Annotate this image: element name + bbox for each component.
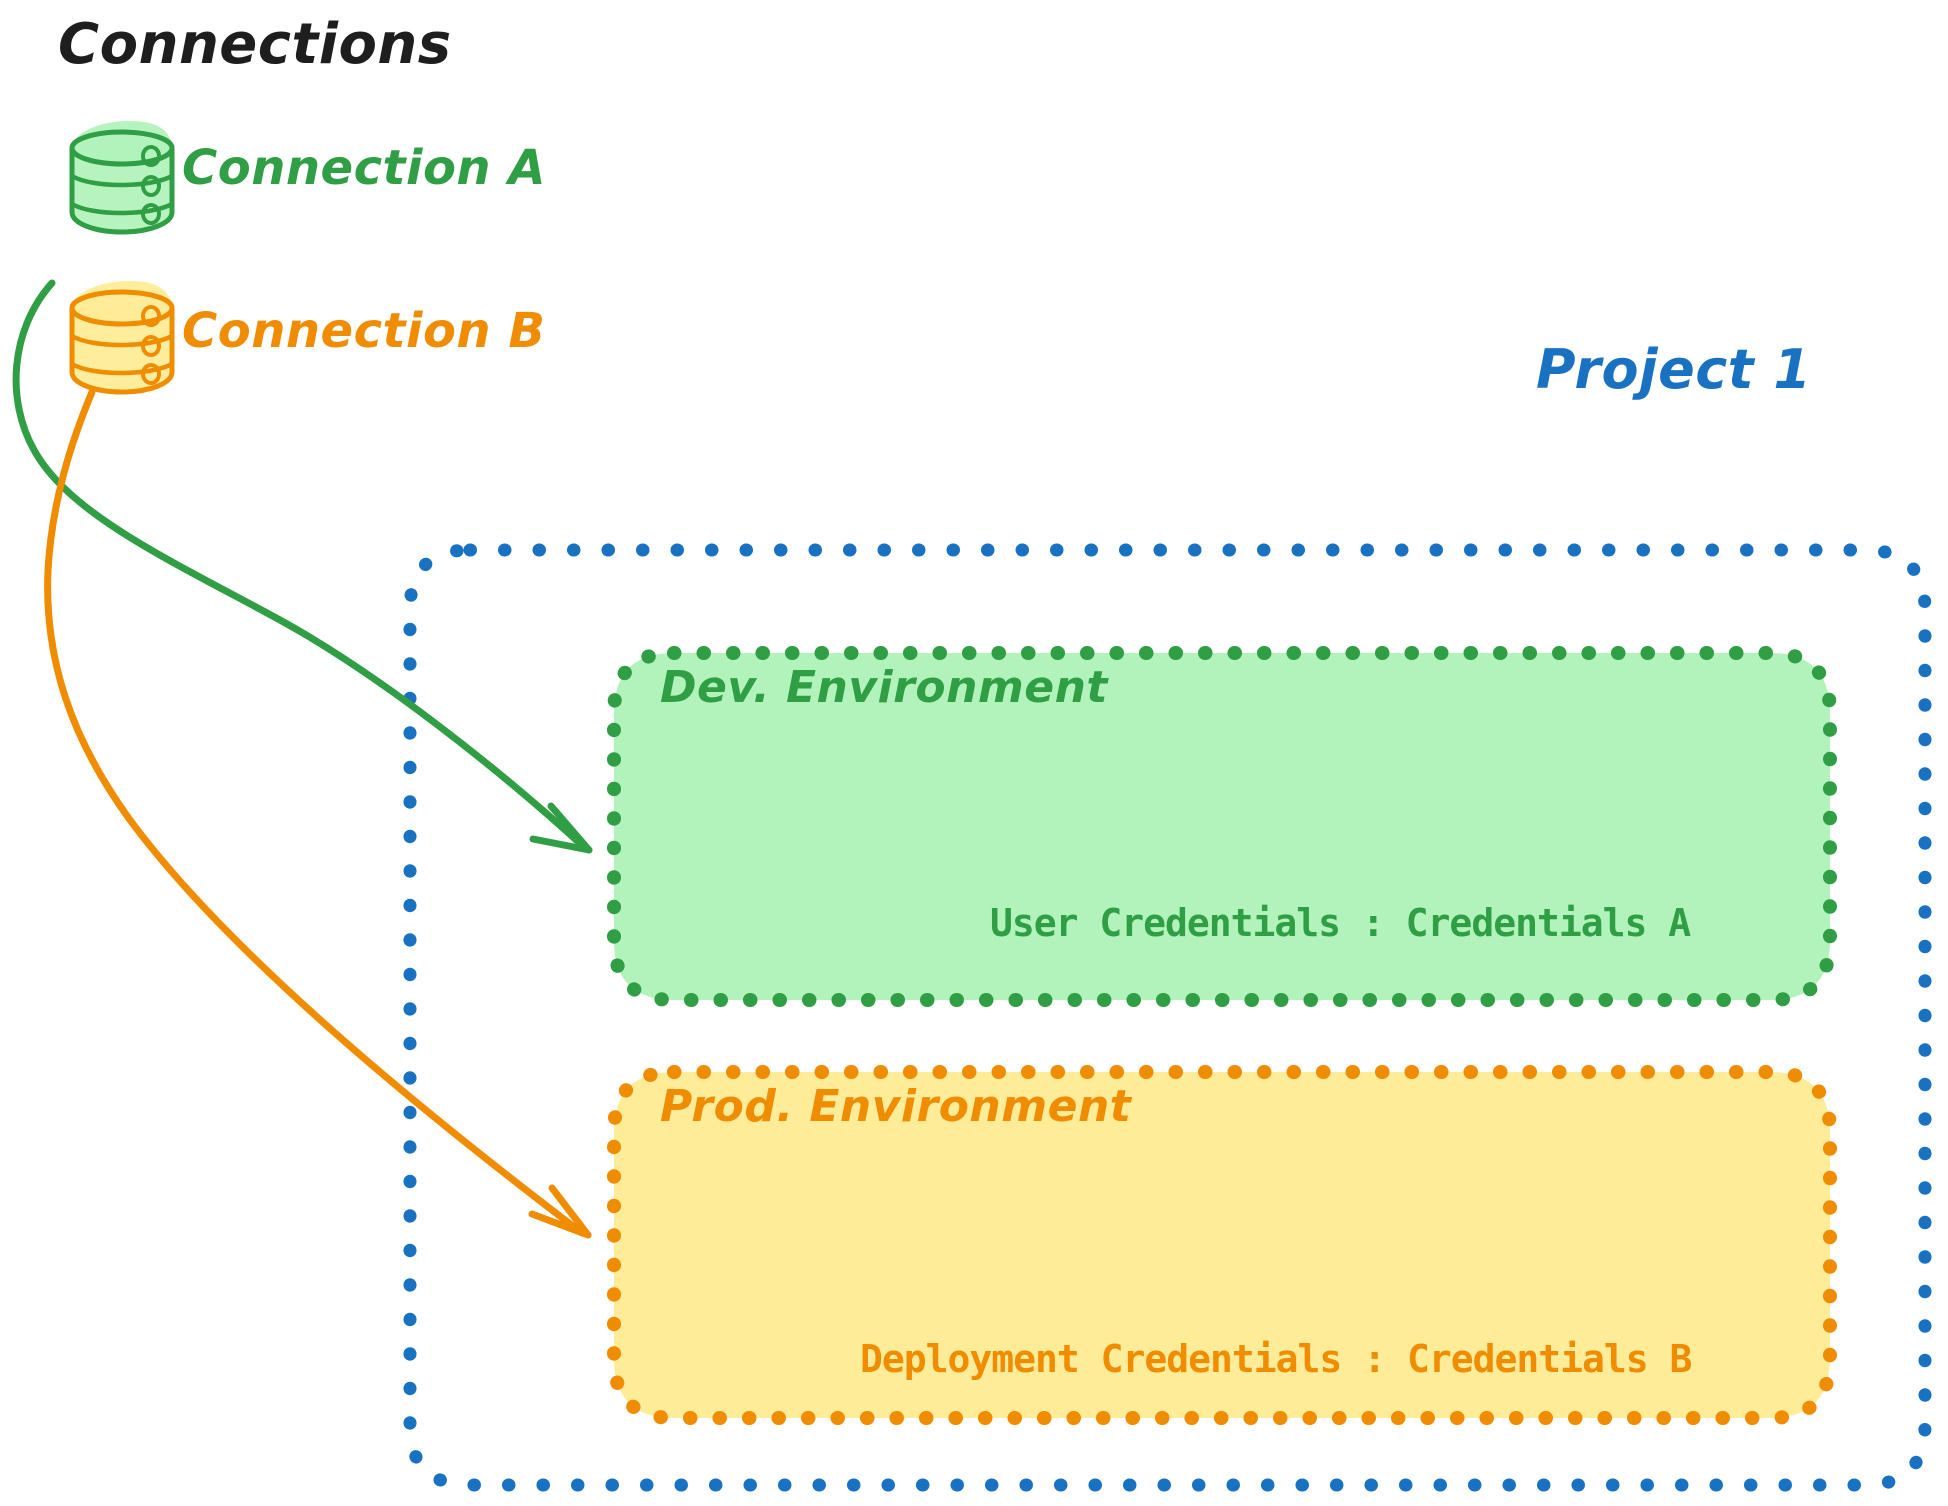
arrow-connection-a-to-dev <box>12 279 593 854</box>
prod-environment-title: Prod. Environment <box>660 1081 1132 1132</box>
prod-environment-fill <box>614 1072 1830 1418</box>
arrow-connection-b-to-prod <box>44 388 592 1239</box>
connection-a-label: Connection A <box>182 140 546 196</box>
prod-environment-credentials: Deployment Credentials : Credentials B <box>860 1337 1692 1381</box>
dev-environment-credentials: User Credentials : Credentials A <box>990 901 1691 945</box>
connection-b-label: Connection B <box>182 303 546 359</box>
database-icon-connection-a[interactable] <box>69 121 175 235</box>
dev-environment-title: Dev. Environment <box>660 662 1108 713</box>
project-title: Project 1 <box>1536 338 1812 401</box>
prod-environment-box[interactable] <box>607 1065 1837 1425</box>
database-icon-connection-b[interactable] <box>69 281 175 395</box>
page-title: Connections <box>58 12 452 77</box>
dev-environment-fill <box>614 653 1830 1000</box>
dev-environment-box[interactable] <box>607 646 1837 1007</box>
